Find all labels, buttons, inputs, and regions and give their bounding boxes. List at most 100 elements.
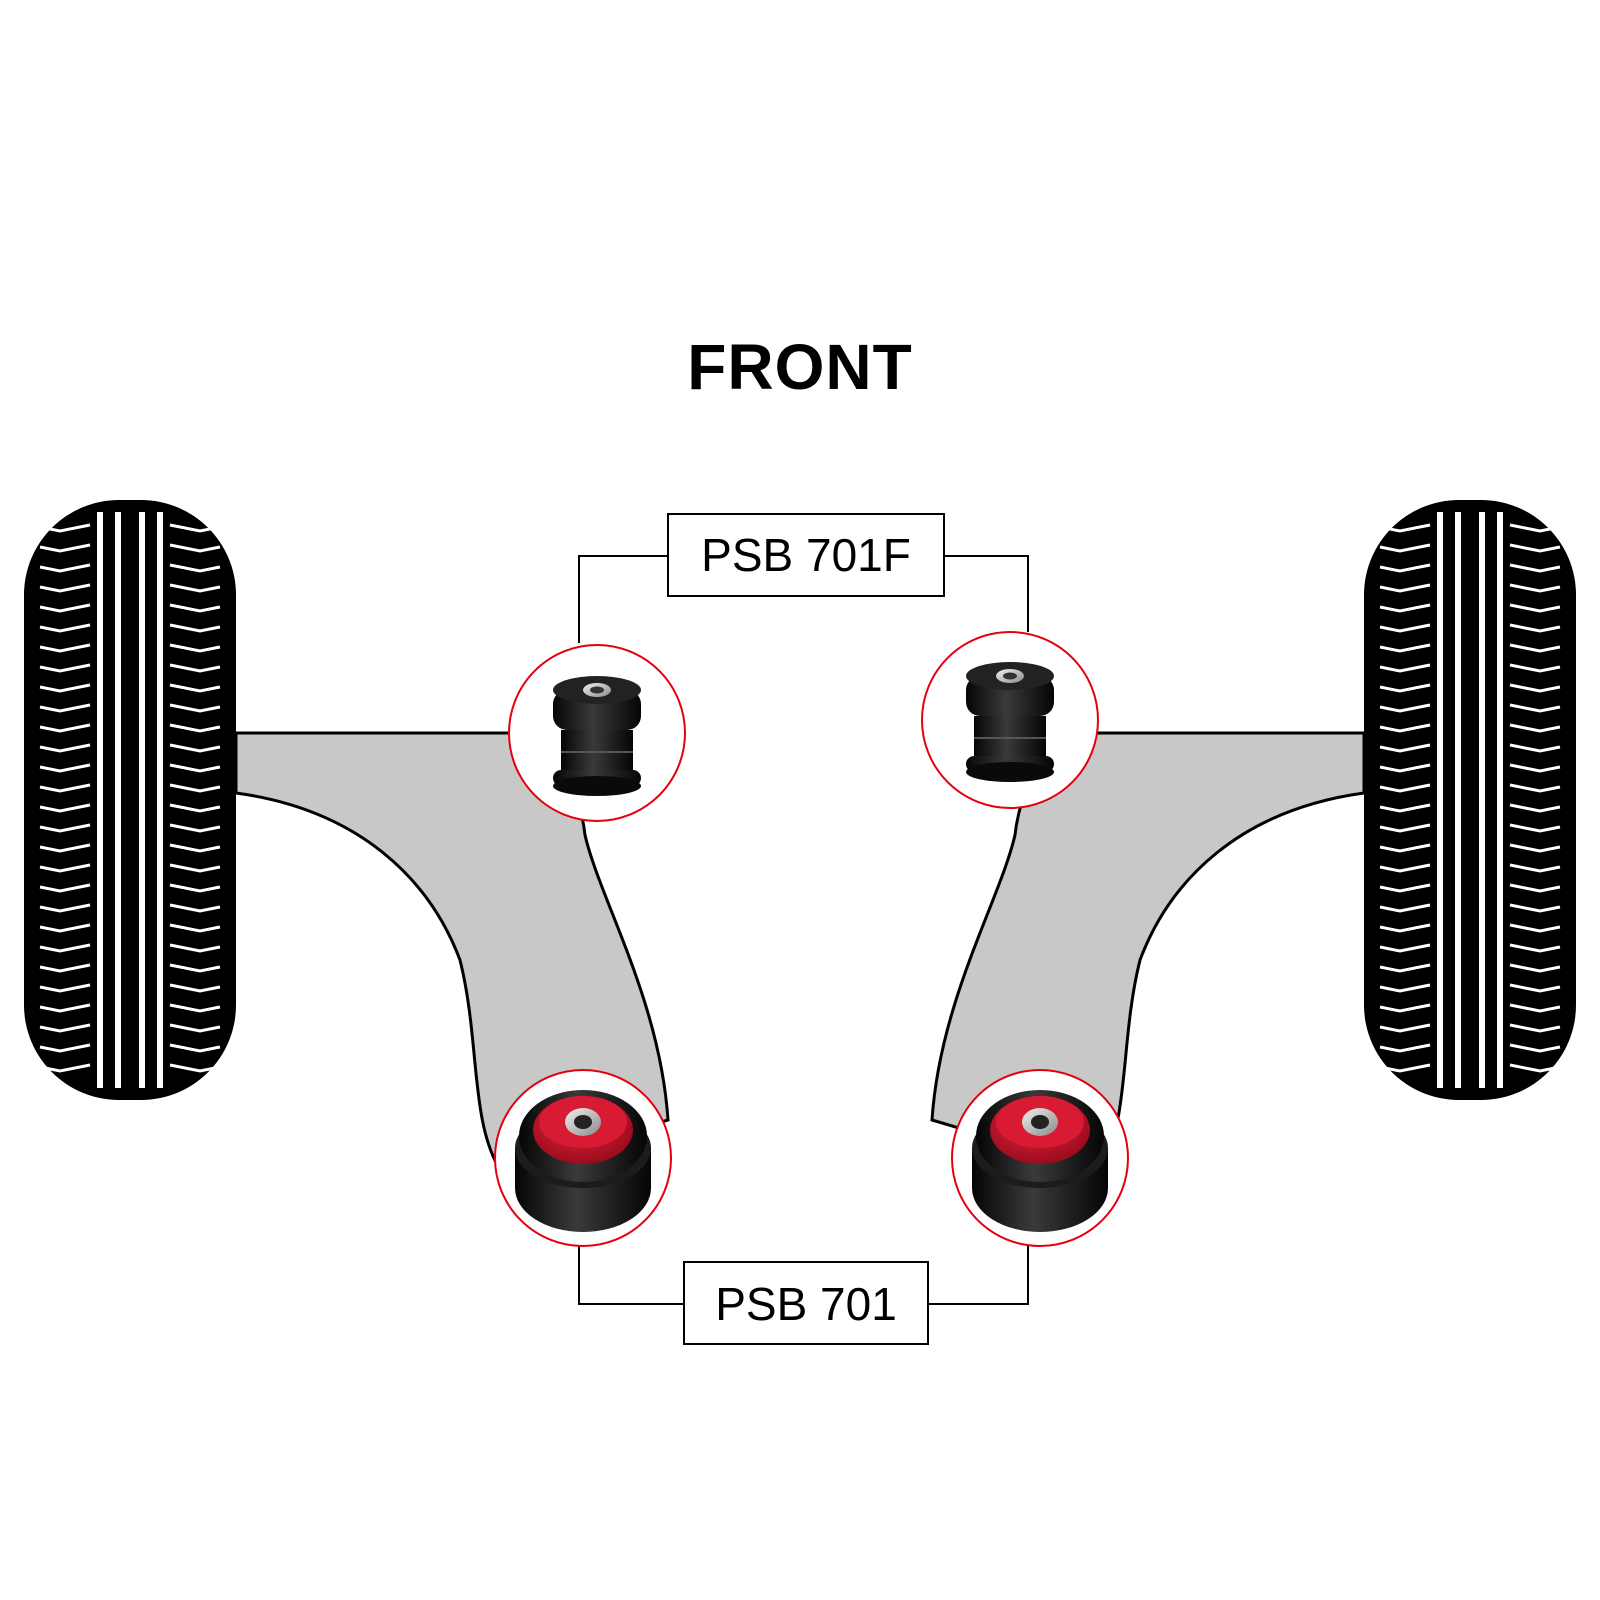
- tread-groove: [1497, 512, 1503, 1088]
- tread-sipe: [1509, 683, 1561, 693]
- tread-sipe: [39, 583, 91, 593]
- tread-groove: [1479, 512, 1485, 1088]
- tread-sipe: [1509, 823, 1561, 833]
- tread-sipe: [1379, 583, 1431, 593]
- tread-sipe: [39, 1043, 91, 1053]
- callout-upper-left: [508, 644, 686, 822]
- connector-lower: [578, 1246, 1029, 1305]
- tread-sipe: [1509, 883, 1561, 893]
- tyre-left: [24, 500, 236, 1100]
- label-lower-bush: PSB 701: [683, 1261, 929, 1345]
- connector-upper: [578, 555, 1029, 643]
- tread-sipe: [1509, 643, 1561, 653]
- label-lower-bush-text: PSB 701: [715, 1278, 897, 1330]
- tread-sipe: [39, 943, 91, 953]
- label-upper-bush-text: PSB 701F: [701, 529, 911, 581]
- tread-sipe: [39, 563, 91, 573]
- tread-sipe: [1509, 543, 1561, 553]
- tread-sipe: [169, 923, 221, 933]
- tread-sipe: [1509, 1023, 1561, 1033]
- tread-groove: [157, 512, 163, 1088]
- bush-lower-left: [515, 1090, 651, 1232]
- tread-sipe: [169, 1043, 221, 1053]
- tread-sipe: [169, 1003, 221, 1013]
- tyre-right: [1364, 500, 1576, 1100]
- callout-upper-right: [921, 631, 1099, 809]
- tread-sipe: [1379, 563, 1431, 573]
- bush-upper-left: [553, 676, 641, 796]
- tread-pattern-right: [1379, 512, 1561, 1088]
- tread-sipe: [1379, 803, 1431, 813]
- tread-groove: [1455, 512, 1461, 1088]
- tread-groove: [1437, 512, 1443, 1088]
- tread-sipe: [1509, 623, 1561, 633]
- diagram-title: FRONT: [687, 331, 913, 403]
- tread-sipe: [1509, 723, 1561, 733]
- tread-groove: [97, 512, 103, 1088]
- bush-lower-right: [972, 1090, 1108, 1232]
- tread-sipe: [1509, 803, 1561, 813]
- callout-lower-left: [494, 1069, 672, 1247]
- tread-sipe: [169, 963, 221, 973]
- tread-sipe: [169, 583, 221, 593]
- tread-sipe: [39, 823, 91, 833]
- tread-sipe: [1509, 963, 1561, 973]
- tread-sipe: [39, 803, 91, 813]
- tread-sipe: [1509, 983, 1561, 993]
- tread-sipe: [169, 1063, 221, 1073]
- tread-sipe: [1509, 743, 1561, 753]
- tread-sipe: [1379, 603, 1431, 613]
- tread-sipe: [1509, 1043, 1561, 1053]
- tread-sipe: [39, 1003, 91, 1013]
- tread-sipe: [1379, 883, 1431, 893]
- tread-sipe: [169, 843, 221, 853]
- tread-sipe: [39, 703, 91, 713]
- tread-sipe: [1509, 583, 1561, 593]
- tread-sipe: [1509, 843, 1561, 853]
- tread-sipe: [169, 543, 221, 553]
- tread-sipe: [39, 643, 91, 653]
- tread-sipe: [169, 803, 221, 813]
- tread-groove: [139, 512, 145, 1088]
- tread-sipe: [1379, 1063, 1431, 1073]
- tread-sipe: [39, 663, 91, 673]
- tread-sipe: [1379, 743, 1431, 753]
- tread-sipe: [1379, 963, 1431, 973]
- tread-sipe: [1509, 1003, 1561, 1013]
- tread-sipe: [39, 843, 91, 853]
- tread-sipe: [1509, 603, 1561, 613]
- tread-sipe: [169, 983, 221, 993]
- tread-sipe: [39, 743, 91, 753]
- tread-sipe: [1379, 1023, 1431, 1033]
- label-upper-bush: PSB 701F: [667, 513, 945, 597]
- tread-sipe: [39, 723, 91, 733]
- tread-sipe: [1379, 783, 1431, 793]
- tread-sipe: [39, 1023, 91, 1033]
- tread-sipe: [1379, 923, 1431, 933]
- tread-sipe: [169, 683, 221, 693]
- tread-sipe: [1509, 763, 1561, 773]
- tread-sipe: [1379, 843, 1431, 853]
- tread-sipe: [39, 543, 91, 553]
- tread-sipe: [1509, 863, 1561, 873]
- tread-sipe: [169, 663, 221, 673]
- tread-sipe: [169, 943, 221, 953]
- tread-sipe: [1509, 523, 1561, 533]
- tread-sipe: [39, 603, 91, 613]
- tread-sipe: [169, 523, 221, 533]
- tread-sipe: [1509, 923, 1561, 933]
- tread-sipe: [1379, 663, 1431, 673]
- tread-sipe: [1509, 703, 1561, 713]
- tread-sipe: [1509, 663, 1561, 673]
- tread-sipe: [1509, 563, 1561, 573]
- tread-groove: [115, 512, 121, 1088]
- tread-sipe: [39, 1063, 91, 1073]
- tread-sipe: [39, 623, 91, 633]
- tread-sipe: [169, 703, 221, 713]
- tread-sipe: [1379, 523, 1431, 533]
- bush-upper-right: [966, 662, 1054, 782]
- tread-sipe: [169, 823, 221, 833]
- tread-sipe: [39, 523, 91, 533]
- tread-sipe: [39, 963, 91, 973]
